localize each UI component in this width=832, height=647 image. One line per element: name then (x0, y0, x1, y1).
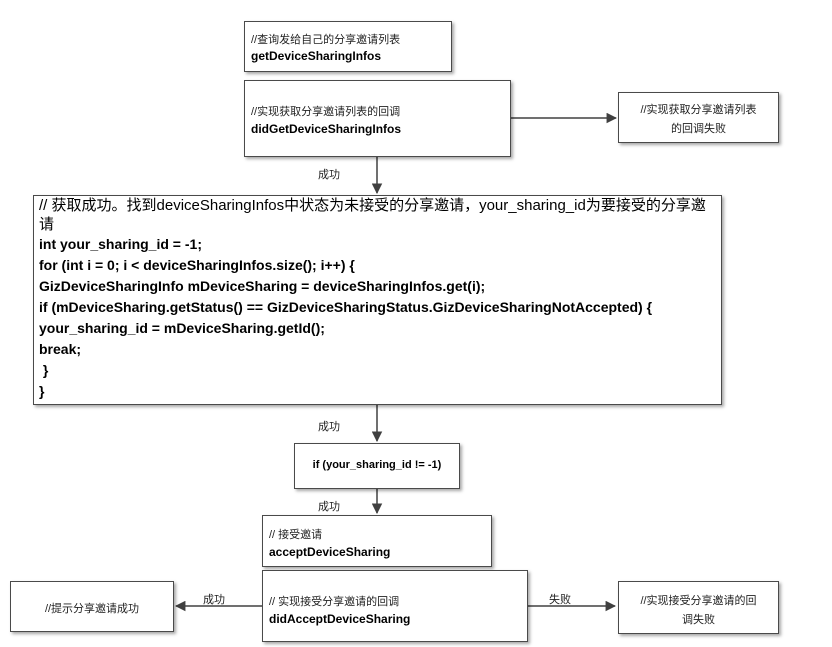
code-line: if (mDeviceSharing.getStatus() == GizDev… (39, 299, 653, 315)
code-line: } (39, 362, 49, 378)
code-line: GizDeviceSharingInfo mDeviceSharing = de… (39, 278, 486, 294)
node-text-line-2: 的回调失败 (671, 123, 726, 135)
node-condition: if (your_sharing_id != -1) (312, 459, 442, 471)
node-comment: //实现获取分享邀请列表的回调 (251, 106, 401, 118)
code-line: int your_sharing_id = -1; (39, 236, 202, 252)
edge-label-failure: 失败 (549, 594, 571, 606)
edge-label-success: 成功 (318, 169, 340, 181)
node-get-infos-failure: //实现获取分享邀请列表 的回调失败 (618, 92, 779, 143)
node-did-get-device-sharing-infos: //实现获取分享邀请列表的回调 didGetDeviceSharingInfos (244, 80, 511, 157)
node-get-device-sharing-infos: //查询发给自己的分享邀请列表 getDeviceSharingInfos (244, 21, 452, 72)
node-text-line-1: //实现获取分享邀请列表 (640, 104, 757, 116)
edge-label-success: 成功 (203, 594, 225, 606)
node-comment: // 实现接受分享邀请的回调 (269, 596, 400, 608)
node-accept-failure: //实现接受分享邀请的回 调失败 (618, 581, 779, 634)
node-function-name: acceptDeviceSharing (269, 545, 391, 559)
node-comment: //查询发给自己的分享邀请列表 (251, 34, 401, 46)
code-line: } (39, 383, 45, 399)
edge-label-success: 成功 (318, 501, 340, 513)
code-line: your_sharing_id = mDeviceSharing.getId()… (39, 320, 325, 336)
node-did-accept-device-sharing: // 实现接受分享邀请的回调 didAcceptDeviceSharing (262, 570, 528, 642)
node-text-line-1: //实现接受分享邀请的回 (640, 595, 757, 607)
node-function-name: didAcceptDeviceSharing (269, 612, 411, 626)
code-line: break; (39, 341, 82, 357)
node-text: //提示分享邀请成功 (44, 603, 140, 615)
node-accept-success: //提示分享邀请成功 (10, 581, 174, 632)
code-header-comment: // 获取成功。找到deviceSharingInfos中状态为未接受的分享邀请… (39, 197, 706, 233)
node-text-line-2: 调失败 (682, 614, 715, 626)
node-function-name: didGetDeviceSharingInfos (251, 122, 402, 136)
edge-label-success: 成功 (318, 421, 340, 433)
node-comment: // 接受邀请 (269, 529, 323, 541)
node-function-name: getDeviceSharingInfos (251, 49, 382, 63)
code-line: for (int i = 0; i < deviceSharingInfos.s… (39, 257, 355, 273)
node-if-check: if (your_sharing_id != -1) (294, 443, 460, 489)
node-accept-device-sharing: // 接受邀请 acceptDeviceSharing (262, 515, 492, 567)
node-code-block: // 获取成功。找到deviceSharingInfos中状态为未接受的分享邀请… (33, 195, 722, 405)
